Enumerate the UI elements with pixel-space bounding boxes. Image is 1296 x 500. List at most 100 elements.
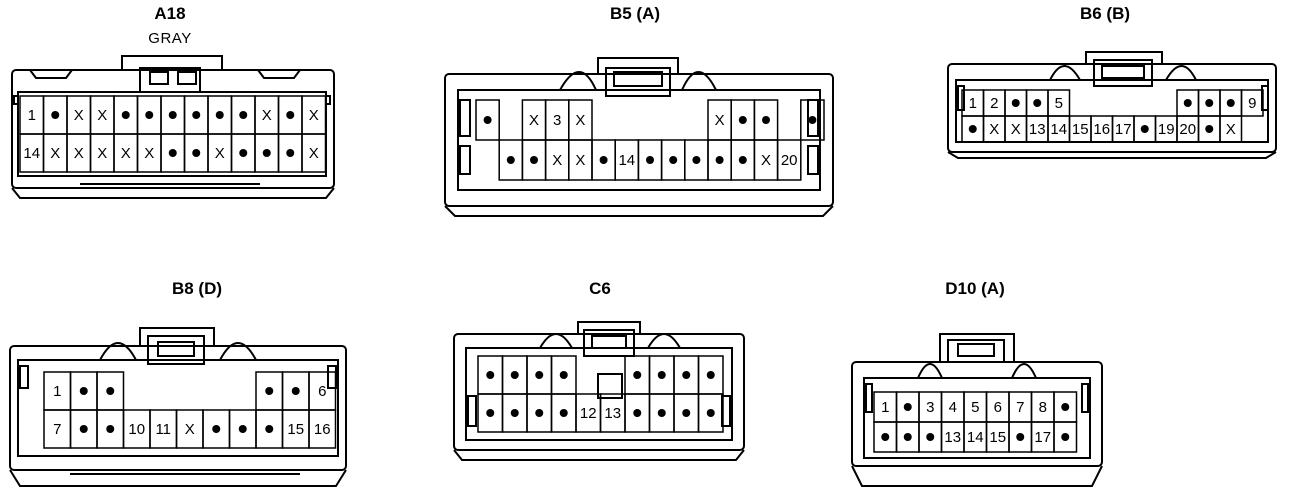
pin-cavity xyxy=(301,133,327,173)
empty-pin-dot xyxy=(291,387,300,395)
empty-pin-dot xyxy=(762,116,770,124)
empty-pin-dot xyxy=(682,409,691,417)
unused-pin-mark: X xyxy=(989,121,999,138)
pin-number-label: 17 xyxy=(1034,429,1051,446)
pin-number-label: 20 xyxy=(1179,121,1196,138)
empty-pin-dot xyxy=(262,149,271,157)
connector-title-b6: B6 (B) xyxy=(1079,4,1131,23)
empty-pin-dot xyxy=(1205,125,1214,133)
unused-pin-mark: X xyxy=(715,112,725,129)
unused-pin-mark: X xyxy=(761,152,771,169)
empty-pin-dot xyxy=(1033,99,1042,107)
pin-cavity xyxy=(1219,115,1243,143)
pin-number-label: 16 xyxy=(314,421,331,438)
unused-pin-mark: X xyxy=(121,145,131,162)
pin-cavity xyxy=(776,139,802,181)
pin-number-label: 7 xyxy=(53,421,61,438)
empty-pin-dot xyxy=(738,156,747,164)
empty-pin-dot xyxy=(168,149,177,157)
empty-pin-dot xyxy=(239,111,248,119)
pin-number-label: 2 xyxy=(990,95,998,112)
pin-number-label: 12 xyxy=(580,405,597,422)
pin-cavity xyxy=(800,99,825,141)
empty-pin-dot xyxy=(510,371,519,379)
empty-pin-dot xyxy=(168,111,177,119)
pin-number-label: 6 xyxy=(994,399,1002,416)
connector-color-a18: GRAY xyxy=(148,30,192,47)
empty-pin-dot xyxy=(1140,125,1149,133)
pin-number-label: 14 xyxy=(23,145,40,162)
pin-number-label: 4 xyxy=(949,399,957,416)
empty-pin-dot xyxy=(535,371,544,379)
empty-pin-dot xyxy=(510,409,519,417)
pin-number-label: 10 xyxy=(128,421,145,438)
empty-pin-dot xyxy=(1205,99,1214,107)
empty-pin-dot xyxy=(968,125,977,133)
empty-pin-dot xyxy=(669,156,678,164)
empty-pin-dot xyxy=(51,111,60,119)
pin-number-label: 6 xyxy=(318,383,326,400)
pin-number-label: 15 xyxy=(287,421,304,438)
empty-pin-dot xyxy=(265,425,274,433)
pin-number-label: 1 xyxy=(969,95,977,112)
unused-pin-mark: X xyxy=(185,421,195,438)
pin-number-label: 14 xyxy=(618,152,635,169)
pin-number-label: 14 xyxy=(967,429,984,446)
empty-pin-dot xyxy=(1011,99,1020,107)
unused-pin-mark: X xyxy=(552,152,562,169)
empty-pin-dot xyxy=(657,409,666,417)
empty-pin-dot xyxy=(738,116,747,124)
unused-pin-mark: X xyxy=(575,112,585,129)
empty-pin-dot xyxy=(715,156,724,164)
empty-pin-dot xyxy=(1016,433,1025,441)
empty-pin-dot xyxy=(633,371,642,379)
unused-pin-mark: X xyxy=(309,145,319,162)
pin-number-label: 15 xyxy=(989,429,1006,446)
empty-pin-dot xyxy=(808,116,817,124)
pin-cavity xyxy=(697,393,724,433)
empty-pin-dot xyxy=(692,156,701,164)
pin-number-label: 13 xyxy=(1029,121,1046,138)
empty-pin-dot xyxy=(1183,99,1192,107)
empty-pin-dot xyxy=(145,111,154,119)
empty-pin-dot xyxy=(881,433,890,441)
pin-number-label: 7 xyxy=(1016,399,1024,416)
pin-number-label: 5 xyxy=(1055,95,1063,112)
pin-number-label: 5 xyxy=(971,399,979,416)
empty-pin-dot xyxy=(106,387,115,395)
pin-number-label: 20 xyxy=(781,152,798,169)
empty-pin-dot xyxy=(79,425,88,433)
empty-pin-dot xyxy=(706,409,715,417)
unused-pin-mark: X xyxy=(529,112,539,129)
pin-number-label: 1 xyxy=(53,383,61,400)
unused-pin-mark: X xyxy=(97,145,107,162)
unused-pin-mark: X xyxy=(74,145,84,162)
connector-title-c6: C6 xyxy=(589,279,611,298)
empty-pin-dot xyxy=(682,371,691,379)
pin-number-label: 1 xyxy=(28,107,36,124)
empty-pin-dot xyxy=(286,111,295,119)
empty-pin-dot xyxy=(121,111,130,119)
empty-pin-dot xyxy=(646,156,654,164)
empty-pin-dot xyxy=(212,425,221,433)
empty-pin-dot xyxy=(215,111,224,119)
unused-pin-mark: X xyxy=(1226,121,1236,138)
empty-pin-dot xyxy=(506,156,515,164)
empty-pin-dot xyxy=(192,149,201,157)
empty-pin-dot xyxy=(486,371,495,379)
empty-pin-dot xyxy=(559,371,568,379)
pin-number-label: 3 xyxy=(553,112,561,129)
pin-number-label: 8 xyxy=(1039,399,1047,416)
empty-pin-dot xyxy=(657,371,666,379)
empty-pin-dot xyxy=(559,409,568,417)
unused-pin-mark: X xyxy=(97,107,107,124)
empty-pin-dot xyxy=(706,371,715,379)
pin-number-label: 3 xyxy=(926,399,934,416)
empty-pin-dot xyxy=(903,403,912,411)
empty-pin-dot xyxy=(599,156,608,164)
